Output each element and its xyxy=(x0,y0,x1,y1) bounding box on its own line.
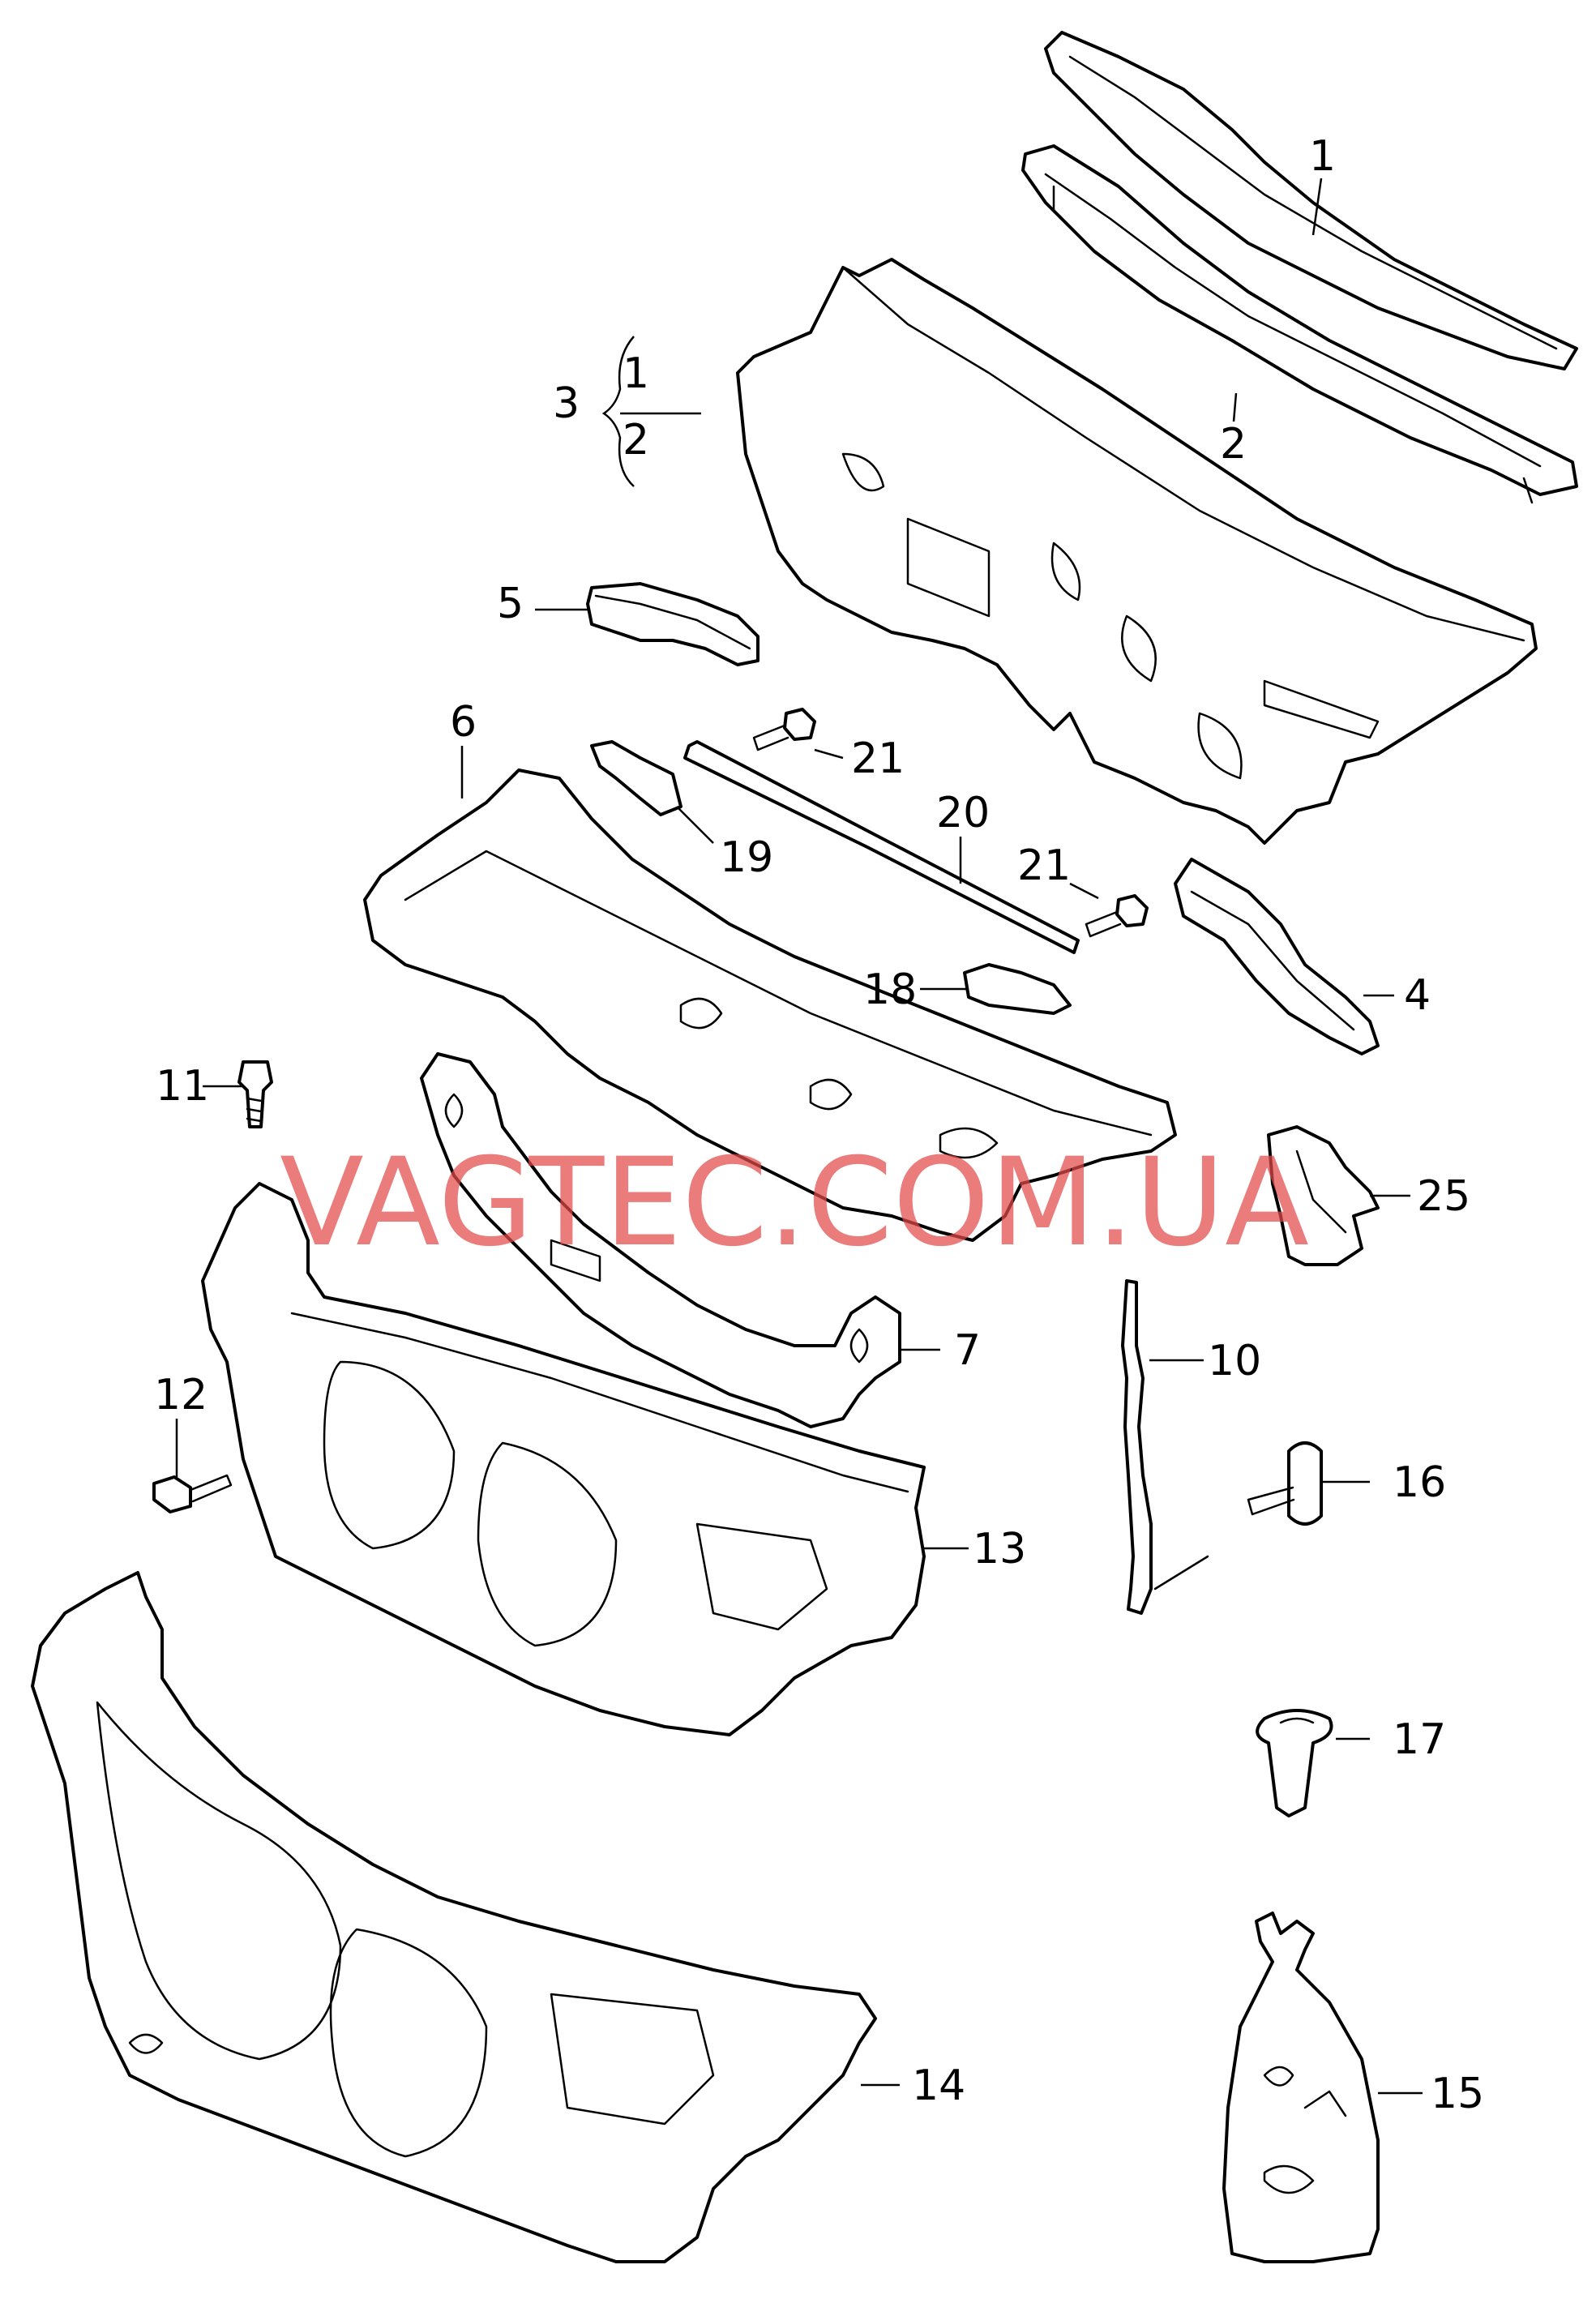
part-18-bracket xyxy=(963,963,1072,1015)
callout-20: 20 xyxy=(936,789,990,837)
callout-7: 7 xyxy=(954,1326,981,1375)
callout-1: 1 xyxy=(1309,132,1336,181)
part-6-apron-upper xyxy=(363,768,1177,1242)
callout-3-sub1: 1 xyxy=(623,349,649,398)
callout-17: 17 xyxy=(1393,1715,1446,1764)
callouts: 1 2 3 1 2 4 5 6 7 10 11 12 13 14 15 16 1… xyxy=(154,132,1484,2118)
watermark: VAGTEC.COM.UA xyxy=(280,1132,1309,1274)
callout-12: 12 xyxy=(154,1371,208,1419)
callout-18: 18 xyxy=(863,965,917,1014)
callout-3: 3 xyxy=(553,379,580,428)
leader-lines xyxy=(175,178,1423,2095)
part-14-front-panel xyxy=(31,1571,877,2263)
callout-2: 2 xyxy=(1220,420,1247,469)
callout-16: 16 xyxy=(1393,1458,1446,1507)
part-3-bulkhead xyxy=(736,258,1538,845)
callout-21a: 21 xyxy=(851,734,905,783)
part-4-side-bracket xyxy=(1174,858,1380,1055)
part-3-bracket xyxy=(601,336,701,487)
callout-11: 11 xyxy=(156,1062,209,1111)
part-10-strap xyxy=(1121,1279,1153,1615)
part-25-corner-bracket xyxy=(1267,1125,1380,1266)
part-16-screw xyxy=(1153,1441,1323,1590)
part-20-strip xyxy=(683,740,1080,954)
part-2-cowl-panel xyxy=(1021,144,1578,504)
callout-3-sub2: 2 xyxy=(623,416,649,465)
part-13-lock-carrier xyxy=(201,1182,926,1736)
part-21a-bolt xyxy=(752,708,816,751)
part-7-crossmember-arm xyxy=(420,1052,901,1428)
callout-4: 4 xyxy=(1404,971,1431,1020)
leader-19 xyxy=(676,806,714,844)
part-12-bolt xyxy=(152,1474,233,1513)
leader-21b xyxy=(1069,882,1099,900)
part-5-small-bracket xyxy=(586,582,759,666)
callout-5: 5 xyxy=(497,580,524,628)
part-17-clip xyxy=(1256,1709,1333,1817)
leader-1 xyxy=(1311,178,1323,236)
part-21b-bolt xyxy=(1085,894,1149,938)
part-19-bracket xyxy=(590,740,682,816)
part-11-bolt xyxy=(237,1060,273,1128)
callout-10: 10 xyxy=(1208,1337,1261,1385)
callout-15: 15 xyxy=(1431,2070,1484,2118)
callout-13: 13 xyxy=(973,1525,1026,1573)
leader-21a xyxy=(814,748,844,760)
callout-6: 6 xyxy=(450,698,477,747)
callout-21b: 21 xyxy=(1017,841,1071,890)
part-15-fastener-bag xyxy=(1222,1912,1380,2263)
callout-14: 14 xyxy=(912,2061,965,2110)
callout-19: 19 xyxy=(720,833,773,882)
callout-25: 25 xyxy=(1417,1172,1470,1221)
part-1-cowl-strip xyxy=(1044,31,1578,370)
leader-2 xyxy=(1232,392,1238,422)
